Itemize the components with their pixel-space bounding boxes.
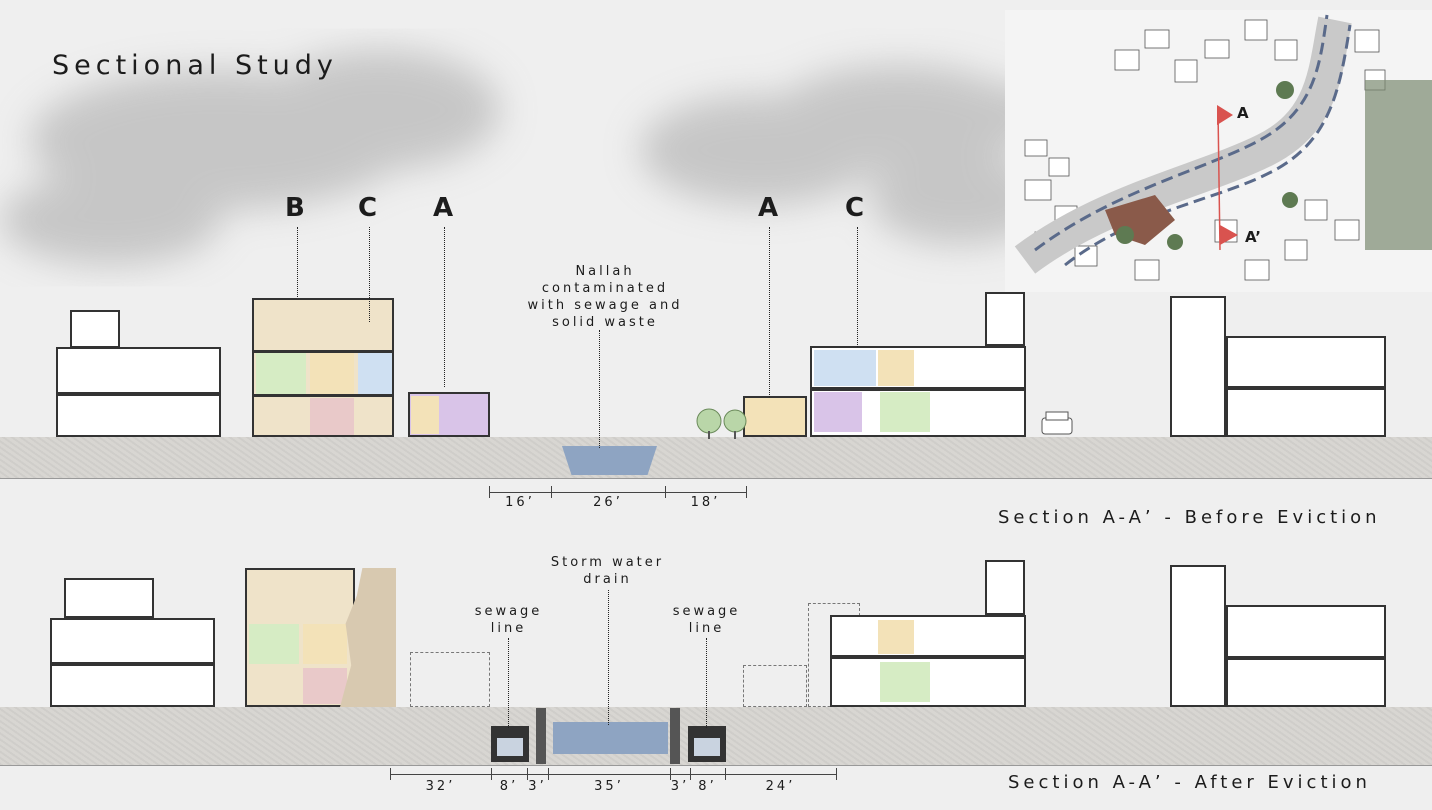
leader-c: [369, 227, 370, 322]
dim-tick-bottom: [670, 768, 671, 780]
dim-label-bottom: 3’: [670, 779, 690, 794]
dim-line-top: [489, 492, 747, 493]
leader-nallah: [599, 330, 600, 448]
ground-line-before: [0, 478, 1432, 479]
house-left-1-floor: [56, 392, 221, 396]
storm-drain-water: [553, 722, 668, 754]
dim-tick-bottom: [491, 768, 492, 780]
dim-tick-bottom: [527, 768, 528, 780]
label-c-right: C: [845, 193, 866, 223]
note-nallah: Nallah contaminated with sewage and soli…: [527, 264, 683, 330]
drain-wall-left: [536, 708, 546, 764]
dim-label-top: 16’: [505, 495, 535, 510]
house-c-right-floor: [810, 387, 1026, 391]
dim-label-bottom: 32’: [425, 779, 456, 794]
dim-label-bottom: 35’: [594, 779, 624, 794]
leader-a: [444, 227, 445, 387]
house-c-right-after-tower: [985, 560, 1025, 615]
house-c-right-after-room1: [878, 620, 914, 654]
house-left-1-top: [70, 310, 120, 348]
dim-tick-bottom: [690, 768, 691, 780]
leader-storm-drain: [608, 590, 609, 725]
house-c-right-room4: [880, 392, 930, 432]
dim-tick-top: [489, 486, 490, 498]
dim-tick-top: [665, 486, 666, 498]
site-key-map: [1005, 10, 1432, 292]
dim-tick-top: [551, 486, 552, 498]
building-far-right-after-floor: [1226, 656, 1386, 660]
house-b-room3: [358, 352, 392, 394]
section-title-before: Section A-A’ - Before Eviction: [998, 507, 1381, 528]
house-c-right-room1: [814, 350, 876, 386]
map-label-a: A: [1237, 104, 1249, 122]
dim-label-bottom: 8’: [499, 779, 519, 794]
house-left-1-after-top: [64, 578, 154, 618]
note-sewage-left: sewage line: [474, 604, 543, 636]
house-c-right-room3: [814, 392, 862, 432]
house-a-left-room: [411, 396, 439, 434]
map-label-a-prime: A’: [1245, 228, 1261, 246]
cloud-background: [0, 50, 1060, 265]
house-c-right-room2: [878, 350, 914, 386]
label-b-top: B: [285, 193, 306, 223]
house-b-floor1: [252, 350, 394, 353]
dim-tick-bottom: [725, 768, 726, 780]
house-b-after-room1: [249, 624, 299, 664]
leader-sewage-right: [706, 638, 707, 728]
dim-label-bottom: 3’: [528, 779, 547, 794]
leader-c-right: [857, 227, 858, 347]
car-icon: [1041, 411, 1073, 435]
building-far-right: [1170, 296, 1226, 437]
dim-label-bottom: 24’: [765, 779, 796, 794]
building-far-right-floor: [1226, 386, 1386, 390]
note-storm-drain: Storm water drain: [550, 555, 665, 587]
leader-sewage-left: [508, 638, 509, 728]
demolished-outline-left: [410, 652, 490, 707]
drain-wall-right: [670, 708, 680, 764]
dim-label-bottom: 8’: [698, 779, 717, 794]
page-title: Sectional Study: [52, 50, 338, 81]
house-b-floor2: [252, 394, 394, 397]
dim-tick-bottom: [836, 768, 837, 780]
sewage-box-left-inner: [497, 738, 523, 756]
dim-tick-top: [746, 486, 747, 498]
house-b-room2: [310, 352, 354, 394]
dim-line-bottom: [390, 774, 837, 775]
house-b-room1: [256, 352, 306, 394]
note-sewage-right: sewage line: [672, 604, 741, 636]
house-left-1-after-floor: [50, 662, 215, 666]
house-b-after-room3: [303, 668, 347, 704]
label-a-top: A: [433, 193, 455, 223]
dim-label-top: 26’: [593, 495, 623, 510]
house-b-room4: [310, 398, 354, 435]
ground-before: [0, 437, 1432, 479]
leader-b: [297, 227, 298, 297]
label-a-right: A: [758, 193, 780, 223]
house-c-right-after-floor: [830, 655, 1026, 659]
sewage-box-right-inner: [694, 738, 720, 756]
dim-label-top: 18’: [690, 495, 721, 510]
ground-line-after: [0, 765, 1432, 766]
section-title-after: Section A-A’ - After Eviction: [1008, 772, 1371, 793]
dim-tick-bottom: [548, 768, 549, 780]
house-b-after-room2: [303, 624, 347, 664]
building-far-right-after: [1170, 565, 1226, 707]
house-c-right-tower: [985, 292, 1025, 346]
house-c-right-after-room2: [880, 662, 930, 702]
leader-a-right: [769, 227, 770, 397]
tree-icon: [696, 408, 747, 439]
label-c-top: C: [358, 193, 379, 223]
nallah-water: [562, 446, 657, 475]
demolished-outline-right: [743, 665, 807, 707]
dim-tick-bottom: [390, 768, 391, 780]
